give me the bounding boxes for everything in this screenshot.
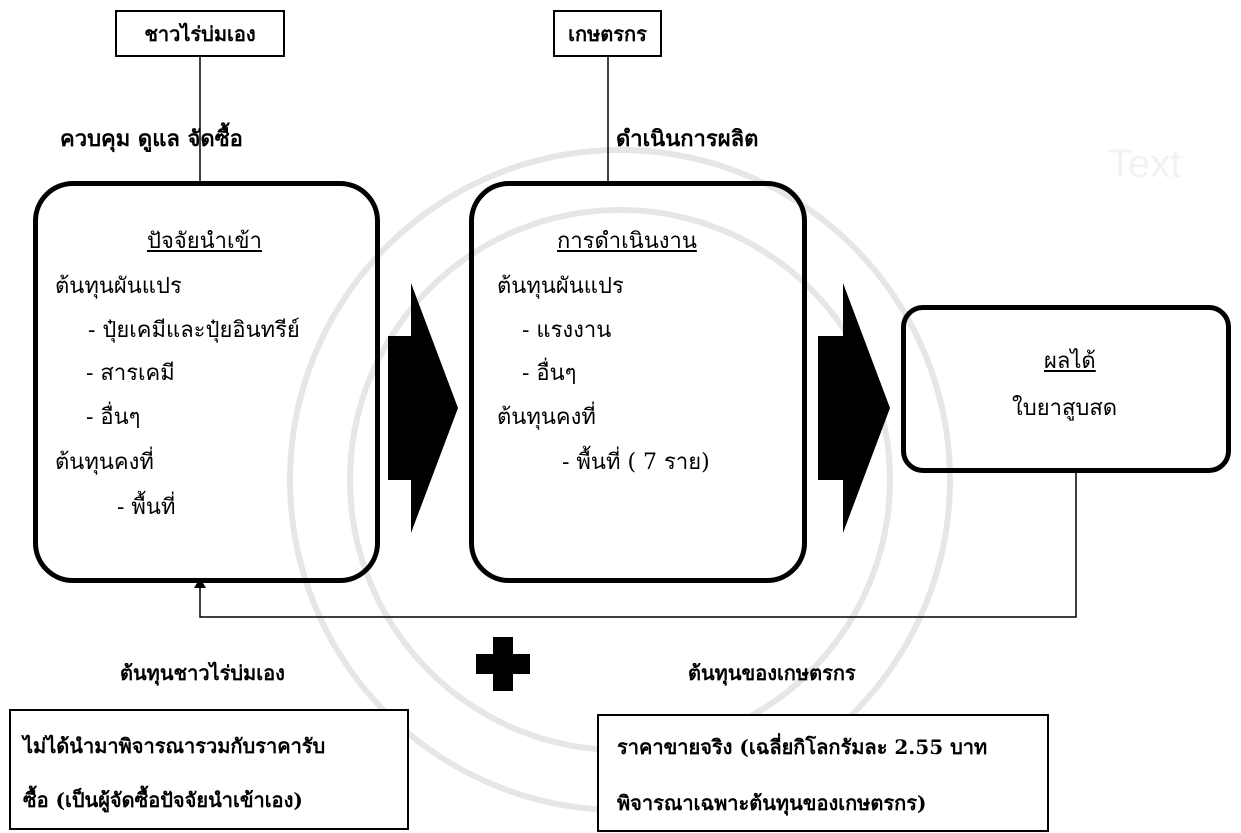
process-item: - พื้นที่ ( 7 ราย) [562,450,710,475]
process-item: - อื่นๆ [522,361,577,386]
watermark-text: Text [1108,142,1182,186]
feedback-line [199,472,1077,618]
flow-arrow-1 [388,283,458,533]
input-item: - ปุ๋ยเคมีและปุ๋ยอินทรีย์ [88,318,300,343]
input-item: - พื้นที่ [117,495,176,520]
farmer-cost-note-line: ราคาขายจริง (เฉลี่ยกิโลกรัมละ 2.55 บาท [617,735,988,759]
process-box [469,181,807,583]
input-box [33,181,380,583]
process-item: ต้นทุนคงที่ [497,405,596,430]
process-item: - แรงงาน [522,318,612,343]
process-box-title: การดำเนินงาน [557,229,697,254]
process-item: ต้นทุนผันแปร [497,274,624,299]
contractor-cost-note: ไม่ได้นำมาพิจารณารวมกับราคารับ ซื้อ (เป็… [9,709,409,830]
output-box [901,305,1231,473]
contractor-cost-note-line: ไม่ได้นำมาพิจารณารวมกับราคารับ [23,733,326,758]
input-item: ต้นทุนคงที่ [55,450,154,475]
farmer-cost-note: ราคาขายจริง (เฉลี่ยกิโลกรัมละ 2.55 บาท พ… [597,714,1049,832]
input-item: ต้นทุนผันแปร [55,274,182,299]
contractor-box: ชาวไร่บ่มเอง [115,10,285,57]
plus-icon [476,637,530,691]
output-item: ใบยาสูบสด [1012,396,1118,421]
input-item: - อื่นๆ [86,405,141,430]
flow-arrow-2 [818,283,890,533]
farmer-box: เกษตรกร [553,10,662,57]
feedback-arrowhead [194,578,206,588]
contractor-cost-note-line: ซื้อ (เป็นผู้จัดซื้อปัจจัยนำเข้าเอง) [23,787,303,812]
input-box-title: ปัจจัยนำเข้า [147,229,262,254]
farmer-cost-note-line: พิจารณาเฉพาะต้นทุนของเกษตรกร) [617,791,927,815]
input-item: - สารเคมี [86,361,175,386]
contractor-role: ควบคุม ดูแล จัดซื้อ [60,126,243,152]
farmer-cost-heading: ต้นทุนของเกษตรกร [688,661,856,685]
contractor-cost-heading: ต้นทุนชาวไร่บ่มเอง [120,661,285,685]
contractor-label: ชาวไร่บ่มเอง [144,21,256,46]
farmer-role: ดำเนินการผลิต [616,126,759,152]
output-box-title: ผลได้ [1044,349,1096,374]
farmer-label: เกษตรกร [568,21,647,46]
